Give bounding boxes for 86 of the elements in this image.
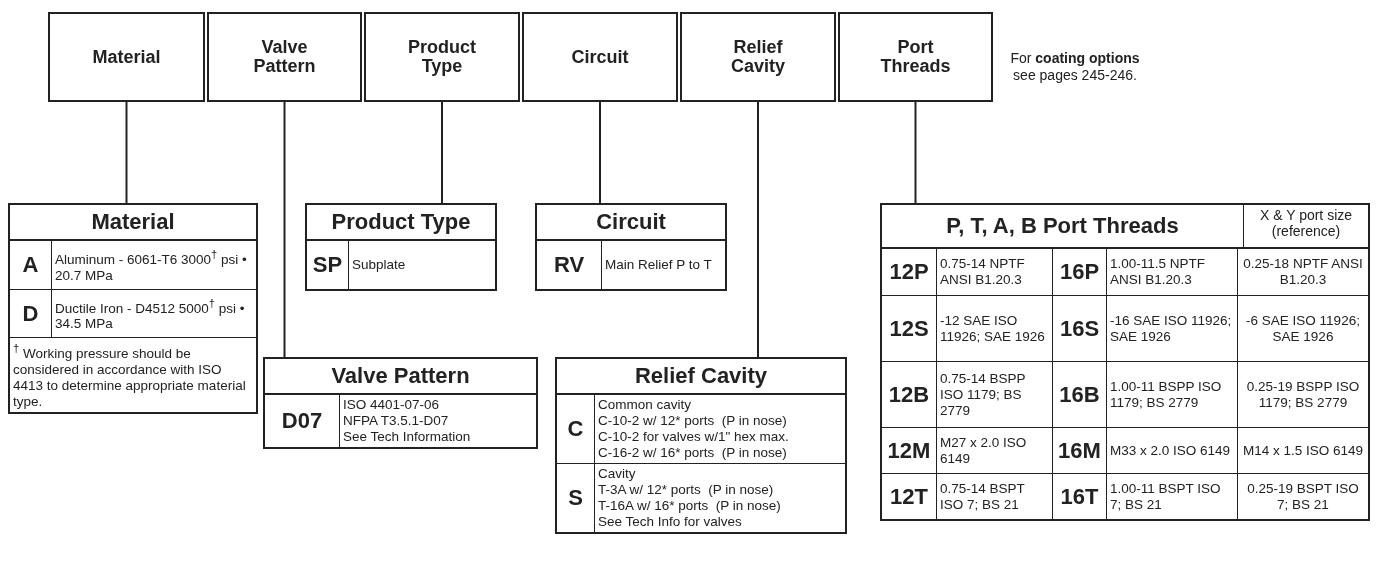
header-text: Circuit <box>570 47 630 67</box>
option-code: S <box>557 464 595 532</box>
option-description: Common cavity <box>598 397 693 413</box>
code-table <box>555 357 847 534</box>
connector-line <box>914 101 917 204</box>
connector-line <box>125 101 128 204</box>
option-code: C <box>557 395 595 463</box>
table-title: Relief Cavity <box>557 359 845 395</box>
option-code: SP <box>307 241 349 289</box>
option-description: C-16-2 w/ 16* ports (P in nose) <box>598 445 788 461</box>
option-code: D07 <box>265 395 340 447</box>
code-table <box>305 203 497 291</box>
option-code: 12P <box>882 249 937 295</box>
connector-line <box>441 101 443 204</box>
code-table <box>535 203 727 291</box>
code-table <box>263 357 538 449</box>
column-heading: X & Y port size (reference) <box>1243 205 1368 247</box>
option-description: M27 x 2.0 ISO 6149 <box>939 433 1028 468</box>
table-row <box>882 295 1368 361</box>
option-description: 1.00-11 BSPT ISO 7; BS 21 <box>1109 479 1222 514</box>
option-code: 16T <box>1052 474 1107 519</box>
option-description: 0.25-18 NPTF ANSI B1.20.3 <box>1237 249 1368 295</box>
table-row <box>557 463 845 532</box>
option-code: 12S <box>882 296 937 361</box>
option-code: 16B <box>1052 362 1107 427</box>
option-code: 12B <box>882 362 937 427</box>
option-description: C-10-2 for valves w/1" hex max. <box>598 429 789 445</box>
header-text: Valve Pattern <box>252 38 317 76</box>
code-table <box>880 203 1370 521</box>
option-description: T-16A w/ 16* ports (P in nose) <box>598 498 781 514</box>
option-description: See Tech Info for valves <box>598 514 743 530</box>
option-code: 12T <box>882 474 937 519</box>
table-title: Material <box>10 205 256 241</box>
option-code: 16S <box>1052 296 1107 361</box>
table-title: Circuit <box>537 205 725 241</box>
option-description: Cavity <box>598 466 637 482</box>
code-table <box>8 203 258 414</box>
option-description: Main Relief P to T <box>604 256 713 274</box>
option-description: -16 SAE ISO 11926; SAE 1926 <box>1109 311 1233 346</box>
option-description: C-10-2 w/ 12* ports (P in nose) <box>598 413 788 429</box>
option-description: ISO 4401-07-06 <box>343 397 441 413</box>
connector-line <box>757 101 759 358</box>
option-description: 0.75-14 NPTF ANSI B1.20.3 <box>939 255 1026 289</box>
option-description: 0.25-19 BSPP ISO 1179; BS 2779 <box>1237 362 1368 427</box>
table-row <box>882 361 1368 427</box>
option-description: See Tech Information <box>343 429 471 445</box>
header-box <box>838 12 993 102</box>
header-text: Relief Cavity <box>730 38 786 76</box>
table-row <box>882 427 1368 473</box>
table-row <box>10 289 256 337</box>
header-box <box>680 12 836 102</box>
option-description: -6 SAE ISO 11926; SAE 1926 <box>1237 296 1368 361</box>
option-code: D <box>10 290 52 337</box>
table-title: Valve Pattern <box>265 359 536 395</box>
header-box <box>522 12 678 102</box>
option-description: -12 SAE ISO 11926; SAE 1926 <box>939 311 1046 346</box>
option-description: 1.00-11.5 NPTF ANSI B1.20.3 <box>1109 255 1207 289</box>
header-box <box>48 12 205 102</box>
option-description: 1.00-11 BSPP ISO 1179; BS 2779 <box>1109 377 1223 412</box>
note-text: For coating options see pages 245-246. <box>1009 50 1141 84</box>
option-description: NFPA T3.5.1-D07 <box>343 413 450 429</box>
header-text: Port Threads <box>879 38 952 76</box>
option-description: T-3A w/ 12* ports (P in nose) <box>598 482 775 498</box>
option-code: RV <box>537 241 602 289</box>
header-box <box>207 12 362 102</box>
option-description: Subplate <box>351 256 407 274</box>
option-code: A <box>10 241 52 289</box>
option-description: 0.75-14 BSPT ISO 7; BS 21 <box>939 479 1026 514</box>
option-code: 16P <box>1052 249 1107 295</box>
option-description: M14 x 1.5 ISO 6149 <box>1237 428 1368 473</box>
option-description: 0.75-14 BSPP ISO 1179; BS 2779 <box>939 369 1027 420</box>
option-description: 0.25-19 BSPT ISO 7; BS 21 <box>1237 474 1368 519</box>
table-title: Product Type <box>307 205 495 241</box>
header-box <box>364 12 520 102</box>
footnote: $^{†}$ Working pressure should be considered in accordance with ISO 4413 to determine appropriate material type. <box>10 337 256 412</box>
option-code: 12M <box>882 428 937 473</box>
header-text: Material <box>91 47 162 67</box>
option-code: 16M <box>1052 428 1107 473</box>
table-row <box>882 473 1368 519</box>
connector-line <box>283 101 286 358</box>
option-description: M33 x 2.0 ISO 6149 <box>1109 441 1232 460</box>
header-text: Product Type <box>407 38 477 76</box>
table-title: P, T, A, B Port Threads <box>945 212 1180 240</box>
connector-line <box>599 101 601 204</box>
option-description: Aluminum - 6061-T6 3000$^{†}$ psi • 20.7 MPa <box>54 247 248 285</box>
option-description: Ductile Iron - D4512 5000$^{†}$ psi • 34.5 MPa <box>54 295 246 334</box>
